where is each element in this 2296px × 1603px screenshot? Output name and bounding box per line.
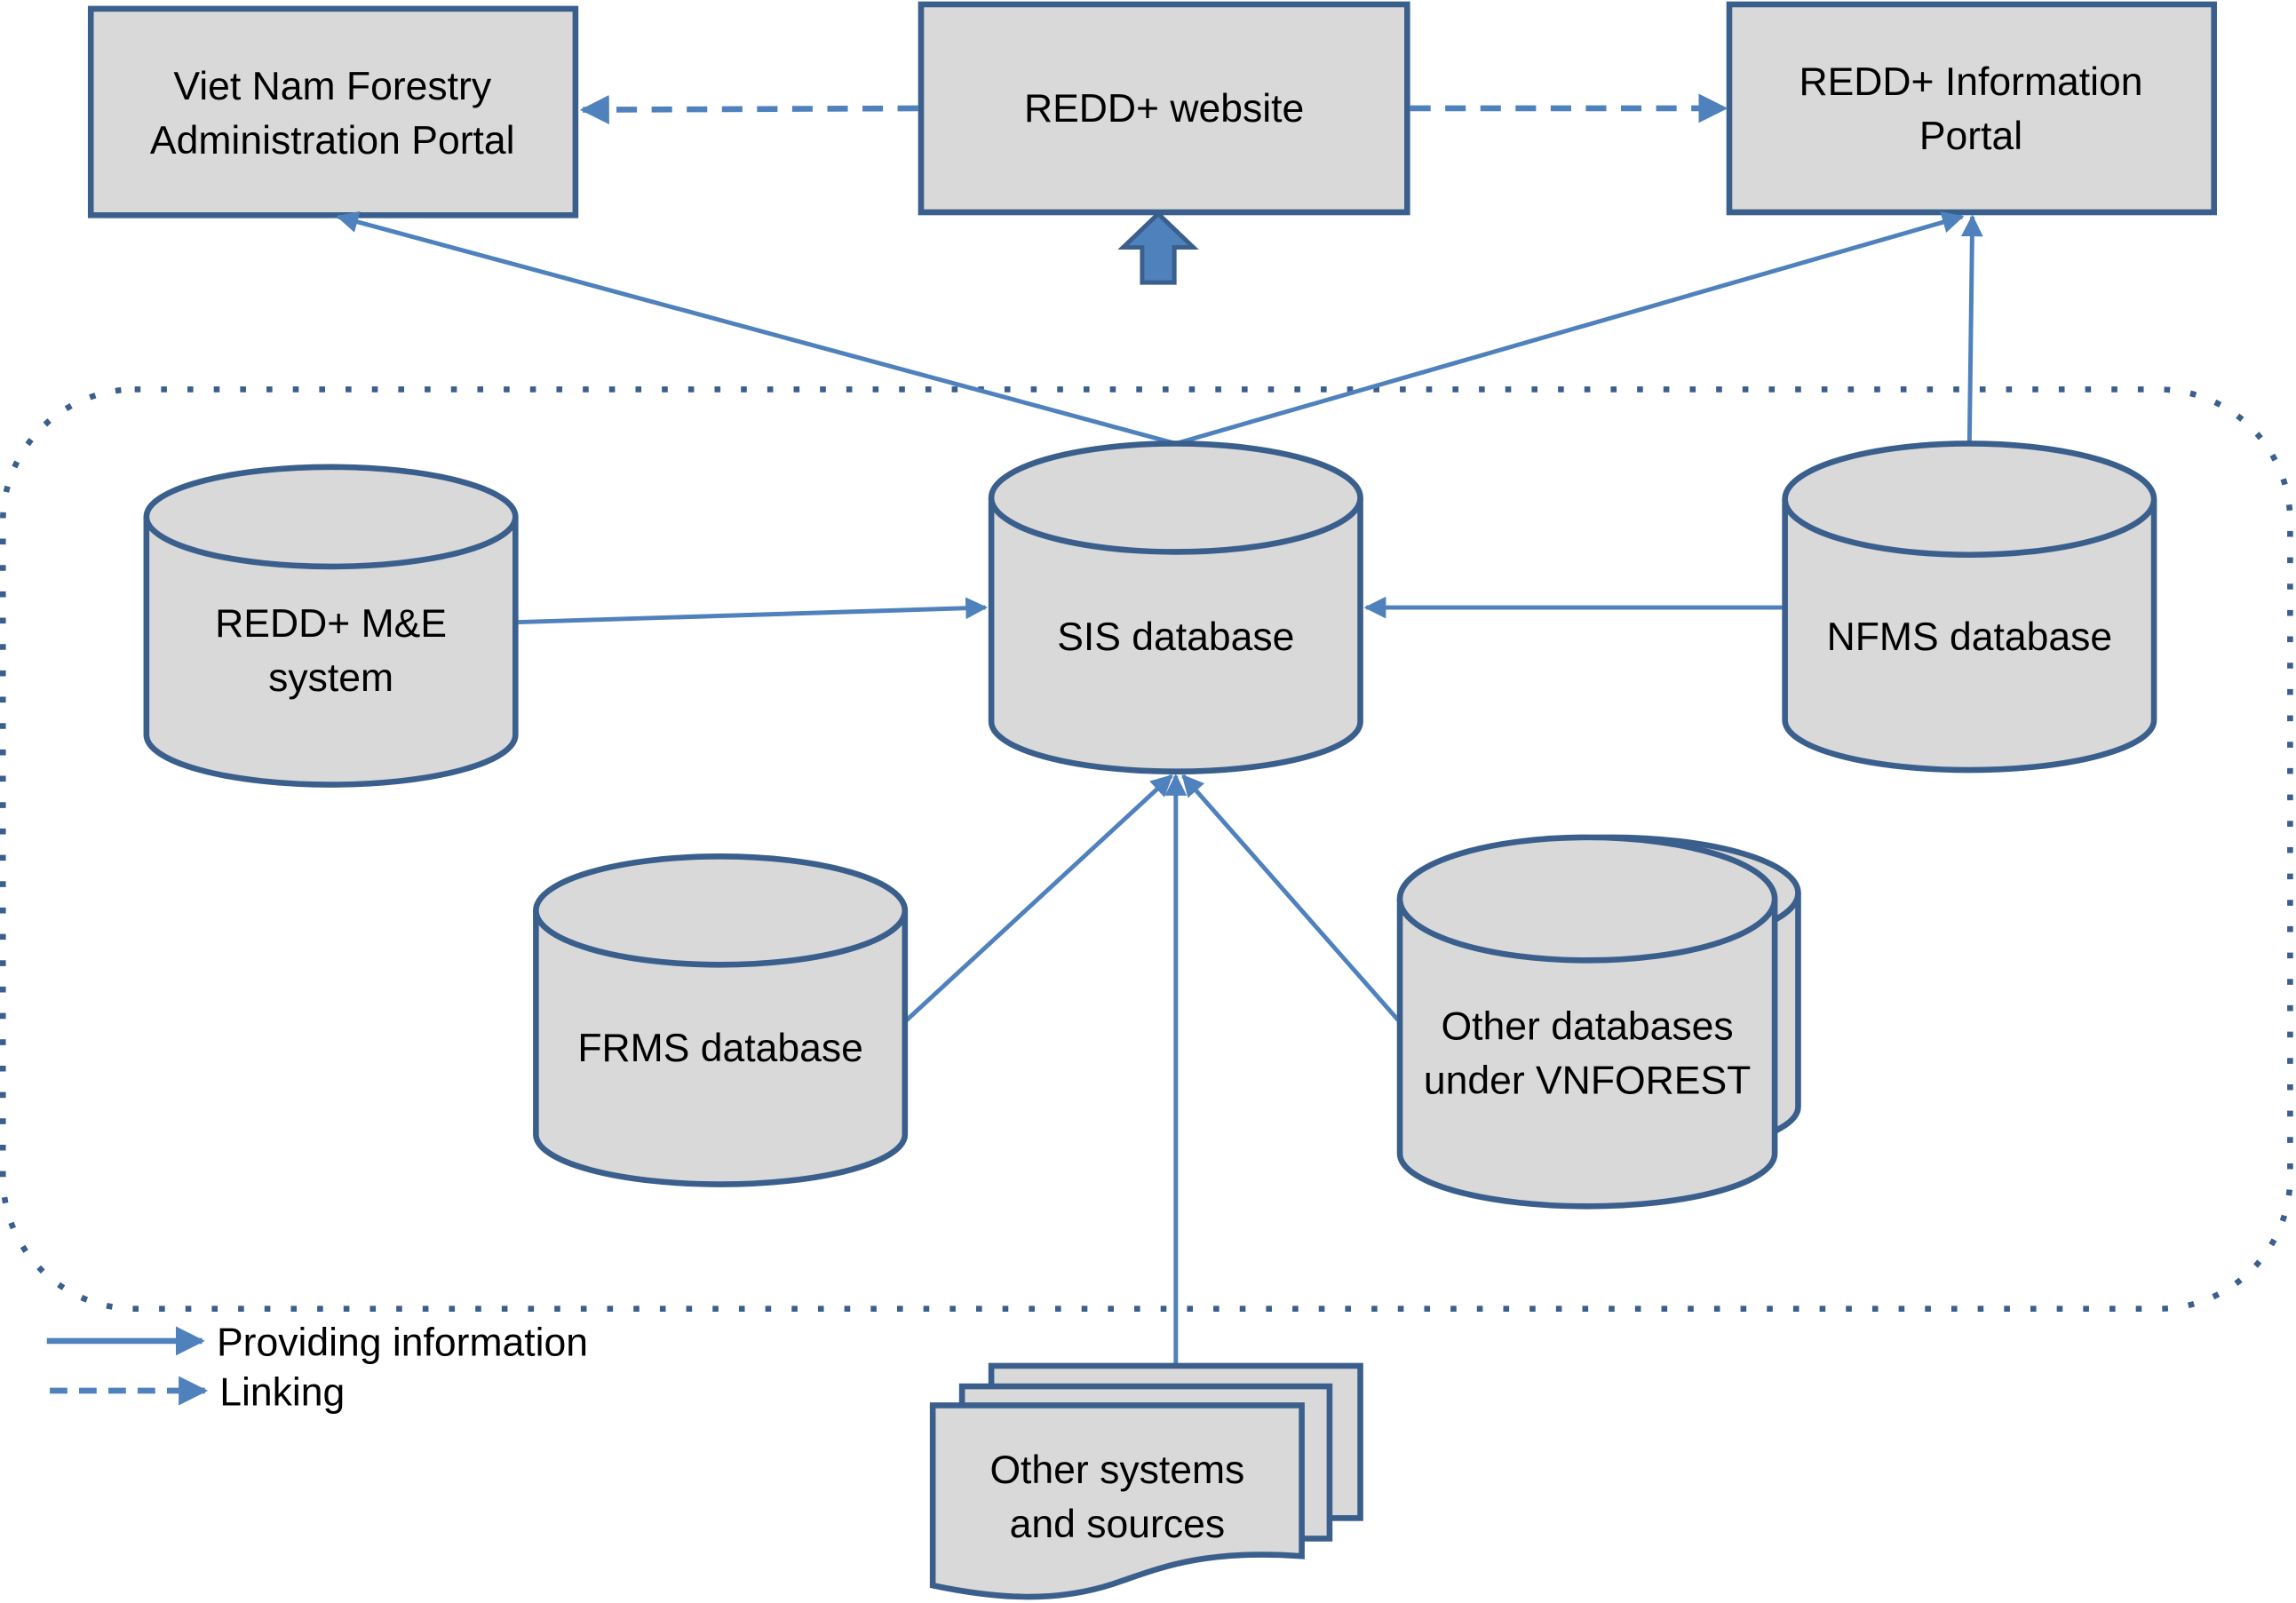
node-frms-database[interactable]: FRMS database — [533, 853, 909, 1187]
node-other-databases[interactable]: Other databases under VNFOREST — [1396, 834, 1801, 1210]
database-group-boundary — [0, 386, 2293, 1312]
node-nfms-database[interactable]: NFMS database — [1782, 440, 2157, 774]
node-redd-me-system[interactable]: REDD+ M&E system — [143, 464, 519, 788]
sis-db-label: SIS database — [1057, 615, 1294, 659]
other-sources-label-2: and sources — [1010, 1503, 1225, 1546]
node-redd-info-portal[interactable]: REDD+ Information Portal — [1726, 1, 2217, 216]
edge-sis-to-info-portal — [1175, 211, 1965, 446]
frms-db-label: FRMS database — [577, 1027, 863, 1070]
edge-frms-to-sis — [904, 774, 1173, 1022]
node-other-systems-sources[interactable]: Other systems and sources — [929, 1362, 1363, 1600]
edge-nfms-to-info-portal — [1961, 214, 1983, 442]
redd-me-label-1: REDD+ M&E — [215, 602, 447, 646]
node-sis-database[interactable]: SIS database — [988, 440, 1363, 774]
redd-info-portal-label-2: Portal — [1919, 115, 2022, 158]
node-vnfa-portal[interactable]: Viet Nam Forestry Administration Portal — [87, 5, 579, 218]
redd-website-label: REDD+ website — [1024, 87, 1304, 131]
node-redd-website[interactable]: REDD+ website — [918, 1, 1410, 216]
other-db-label-1: Other databases — [1442, 1004, 1734, 1048]
nfms-db-label: NFMS database — [1827, 615, 2113, 659]
vnfa-portal-label-2: Administration Portal — [150, 119, 515, 163]
vnfa-portal-label-1: Viet Nam Forestry — [173, 65, 492, 108]
edge-otherdb-to-sis — [1181, 774, 1401, 1022]
edge-website-to-vnfa — [579, 95, 918, 124]
other-sources-label-1: Other systems — [989, 1448, 1244, 1492]
legend-linking-label: Linking — [219, 1370, 345, 1414]
edge-sis-to-vnfa — [336, 210, 1177, 446]
edge-me-to-sis — [518, 597, 988, 625]
legend-providing-label: Providing information — [217, 1321, 588, 1364]
block-arrow-up-icon — [1117, 210, 1199, 285]
other-db-label-2: under VNFOREST — [1424, 1059, 1752, 1102]
redd-me-label-2: system — [268, 656, 393, 700]
redd-info-portal-label-1: REDD+ Information — [1799, 60, 2142, 104]
legend: Providing information Linking — [46, 1321, 588, 1414]
